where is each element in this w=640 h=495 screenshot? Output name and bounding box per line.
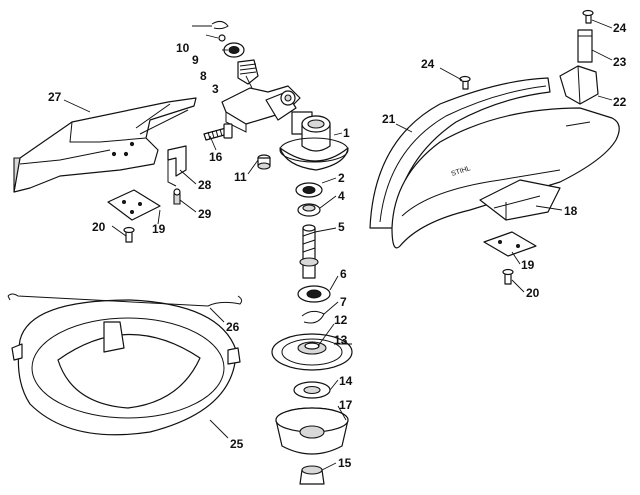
washer-14 <box>293 381 331 399</box>
washer-12 <box>304 342 320 350</box>
callout-27: 27 <box>48 90 62 104</box>
callout-7: 7 <box>340 295 347 309</box>
callout-3: 3 <box>212 82 219 96</box>
callout-8: 8 <box>200 69 207 83</box>
callout-2: 2 <box>338 171 345 185</box>
clamp-23 <box>577 29 593 63</box>
bearing-6 <box>297 285 331 303</box>
callout-1: 1 <box>343 126 350 140</box>
callout-18: 18 <box>564 204 578 218</box>
callout-29: 29 <box>198 207 212 221</box>
bearing-8 <box>223 42 245 58</box>
nut-4 <box>297 203 321 217</box>
callout-26: 26 <box>226 320 240 334</box>
callout-9: 9 <box>192 53 199 67</box>
retaining-wire-26 <box>7 293 243 307</box>
gear-housing-1 <box>221 85 349 171</box>
spindle-5 <box>299 224 319 279</box>
callout-25: 25 <box>230 437 244 451</box>
plate-19-right <box>483 231 537 257</box>
screw-24-top <box>582 9 594 24</box>
bevel-gear-3 <box>237 59 259 85</box>
callout-19-right: 19 <box>521 258 535 272</box>
plug-11 <box>257 154 271 170</box>
callout-17: 17 <box>339 398 353 412</box>
callout-20-left: 20 <box>92 220 106 234</box>
cup-17 <box>275 407 349 455</box>
callout-6: 6 <box>340 267 347 281</box>
screw-16 <box>203 123 233 141</box>
screw-20-right <box>502 268 514 285</box>
callout-labels: 1 2 3 4 5 6 7 8 9 10 11 12 13 14 15 16 1… <box>48 21 627 470</box>
callout-5: 5 <box>338 220 345 234</box>
circlip-7 <box>301 310 325 324</box>
mounting-bracket-28 <box>167 145 187 187</box>
screw-24-mid <box>459 75 471 90</box>
callout-14: 14 <box>339 374 353 388</box>
deflector-shield-left <box>13 97 197 193</box>
guard-ring-25 <box>11 299 241 436</box>
callout-13: 13 <box>334 333 348 347</box>
callout-4: 4 <box>338 189 345 203</box>
callout-16: 16 <box>209 150 223 164</box>
plate-19-left <box>107 189 161 221</box>
callout-21: 21 <box>382 112 396 126</box>
callout-11: 11 <box>234 170 247 184</box>
callout-24-top: 24 <box>613 21 627 35</box>
callout-12: 12 <box>334 313 348 327</box>
callout-24-mid: 24 <box>421 57 435 71</box>
washer-9 <box>218 34 226 42</box>
callout-20-right: 20 <box>526 286 540 300</box>
screw-29 <box>173 188 181 205</box>
callout-22: 22 <box>613 95 627 109</box>
circlip-10 <box>211 20 229 30</box>
callout-23: 23 <box>613 55 627 69</box>
deflector-guard-21: STIHL <box>369 77 620 249</box>
leader-lines <box>63 19 613 471</box>
callout-15: 15 <box>338 456 352 470</box>
callout-28: 28 <box>198 178 212 192</box>
mount-bracket-18 <box>479 179 561 221</box>
screw-20-left <box>123 226 135 243</box>
bracket-22 <box>559 65 599 105</box>
bearing-2 <box>295 182 323 198</box>
nut-15 <box>299 465 325 485</box>
callout-19-left: 19 <box>152 222 166 236</box>
callout-10: 10 <box>176 41 190 55</box>
